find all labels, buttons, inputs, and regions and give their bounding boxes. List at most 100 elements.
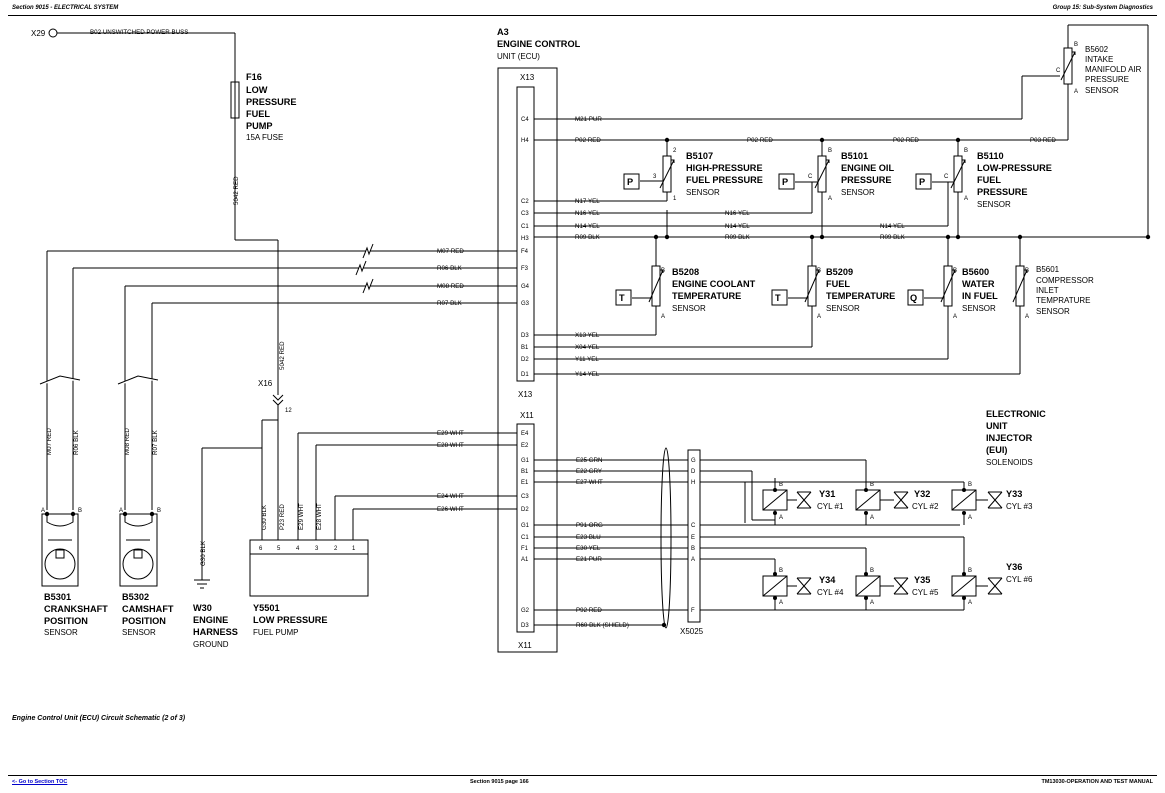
wire-e26: E26 WHT <box>437 506 464 513</box>
svg-text:MANIFOLD AIR: MANIFOLD AIR <box>1085 65 1142 74</box>
wire-r06: R06 BLK <box>437 265 463 272</box>
svg-text:A: A <box>119 508 123 514</box>
wire-e25: E25 GRN <box>576 457 602 464</box>
wire-r09-a: R09 BLK <box>575 234 601 241</box>
fuse-rating: 15A FUSE <box>246 133 283 142</box>
svg-text:INJECTOR: INJECTOR <box>986 433 1033 443</box>
svg-text:PRESSURE: PRESSURE <box>841 175 892 185</box>
b5602-id: B5602 <box>1085 45 1109 54</box>
svg-text:1: 1 <box>673 196 677 202</box>
svg-text:C3: C3 <box>521 211 529 217</box>
page-number: Section 9015 page 166 <box>470 779 529 785</box>
wire-n14-c: N14 YEL <box>880 223 905 230</box>
svg-text:(EUI): (EUI) <box>986 445 1007 455</box>
svg-text:PRESSURE: PRESSURE <box>1085 75 1129 84</box>
svg-text:FUEL PRESSURE: FUEL PRESSURE <box>686 175 763 185</box>
ecu-name-2: UNIT (ECU) <box>497 52 540 61</box>
svg-text:E4: E4 <box>521 431 529 437</box>
sensor-b5209: T B A B5209 FUEL TEMPERATURE SENSOR <box>771 265 895 347</box>
wire-m21: M21 PUR <box>575 116 602 123</box>
svg-text:X5025: X5025 <box>680 627 704 636</box>
svg-text:3: 3 <box>315 546 319 552</box>
svg-text:WATER: WATER <box>962 279 995 289</box>
sensor-b5110: P B C A B5110 LOW-PRESSURE FUEL PRESSURE… <box>915 140 1052 209</box>
wire-n16-b: N16 YEL <box>725 210 750 217</box>
ecu-name-1: ENGINE CONTROL <box>497 39 581 49</box>
svg-text:D3: D3 <box>521 623 529 629</box>
wire-m07: M07 RED <box>437 248 464 255</box>
wire-p02-b: P02 RED <box>747 137 773 144</box>
wire-r07: R07 BLK <box>437 300 463 307</box>
svg-text:P: P <box>919 177 925 187</box>
svg-text:C: C <box>808 174 813 180</box>
x13-connector <box>516 86 535 382</box>
b5208-id: B5208 <box>672 267 699 277</box>
svg-text:G30 BLK: G30 BLK <box>261 504 268 530</box>
sensor-b5600: Q B A B5600 WATER IN FUEL SENSOR <box>907 265 998 359</box>
svg-text:INLET: INLET <box>1036 286 1059 295</box>
svg-text:A: A <box>779 600 783 606</box>
wire-m07-v: M07 RED <box>46 428 53 455</box>
svg-text:TEMPRATURE: TEMPRATURE <box>1036 296 1091 305</box>
svg-text:B: B <box>817 268 821 274</box>
wire-r09-c: R09 BLK <box>880 234 906 241</box>
sensor-b5101: P B C A B5101 ENGINE OIL PRESSURE SENSOR <box>778 140 894 202</box>
toc-link[interactable]: <- Go to Section TOC <box>12 779 68 785</box>
fuse-line-4: PUMP <box>246 121 273 131</box>
wire-n14-a: N14 YEL <box>575 223 600 230</box>
svg-text:SENSOR: SENSOR <box>826 304 860 313</box>
svg-text:SENSOR: SENSOR <box>841 188 875 197</box>
svg-text:LOW-PRESSURE: LOW-PRESSURE <box>977 163 1052 173</box>
svg-text:A: A <box>661 314 665 320</box>
wire-5042-lower: 5042 RED <box>279 341 286 370</box>
svg-text:CYL #2: CYL #2 <box>912 502 939 511</box>
svg-text:SOLENOIDS: SOLENOIDS <box>986 458 1033 467</box>
svg-text:INTAKE: INTAKE <box>1085 55 1113 64</box>
figure-caption: Engine Control Unit (ECU) Circuit Schema… <box>12 715 186 722</box>
svg-text:Y32: Y32 <box>914 489 930 499</box>
svg-text:B: B <box>1025 268 1029 274</box>
svg-text:SENSOR: SENSOR <box>672 304 706 313</box>
wire-p91: P91 ORG <box>576 522 603 529</box>
svg-text:CYL #6: CYL #6 <box>1006 575 1033 584</box>
shield-twist <box>660 447 672 629</box>
svg-text:P23 RED: P23 RED <box>279 504 286 530</box>
wire-n17: N17 YEL <box>575 198 600 205</box>
svg-text:C2: C2 <box>521 199 529 205</box>
x29-terminal <box>48 28 58 38</box>
svg-text:D1: D1 <box>521 372 529 378</box>
svg-text:F3: F3 <box>521 266 529 272</box>
svg-text:C: C <box>1056 68 1061 74</box>
header-group: Group 15: Sub-System Diagnostics <box>1052 5 1153 11</box>
svg-text:ENGINE COOLANT: ENGINE COOLANT <box>672 279 756 289</box>
svg-text:PRESSURE: PRESSURE <box>977 187 1028 197</box>
x13-label-top: X13 <box>520 73 535 82</box>
svg-text:B1: B1 <box>521 469 529 475</box>
svg-text:SENSOR: SENSOR <box>1085 86 1119 95</box>
svg-text:T: T <box>619 293 625 303</box>
svg-text:A: A <box>1074 89 1078 95</box>
fuse-line-2: PRESSURE <box>246 97 297 107</box>
wire-r06-v: R06 BLK <box>73 429 80 455</box>
svg-text:Y36: Y36 <box>1006 562 1022 572</box>
svg-text:D2: D2 <box>521 507 529 513</box>
wire-e22: E22 GRY <box>576 468 602 475</box>
svg-text:CYL #4: CYL #4 <box>817 588 844 597</box>
svg-text:Y31: Y31 <box>819 489 835 499</box>
wire-e27: E27 WHT <box>576 479 603 486</box>
svg-text:HIGH-PRESSURE: HIGH-PRESSURE <box>686 163 763 173</box>
svg-text:B: B <box>968 568 972 574</box>
svg-text:F: F <box>691 608 695 614</box>
svg-text:F1: F1 <box>521 546 529 552</box>
svg-text:POSITION: POSITION <box>44 616 88 626</box>
svg-text:ELECTRONIC: ELECTRONIC <box>986 409 1046 419</box>
sensor-b5208: T B A B5208 ENGINE COOLANT TEMPERATURE S… <box>615 265 756 335</box>
svg-text:6: 6 <box>259 546 263 552</box>
svg-text:CRANKSHAFT: CRANKSHAFT <box>44 604 108 614</box>
svg-text:5: 5 <box>277 546 281 552</box>
sensor-b5302: A B B5302 CAMSHAFT POSITION SENSOR <box>119 508 174 637</box>
x11-label-bottom: X11 <box>518 641 532 650</box>
svg-text:SENSOR: SENSOR <box>122 628 156 637</box>
